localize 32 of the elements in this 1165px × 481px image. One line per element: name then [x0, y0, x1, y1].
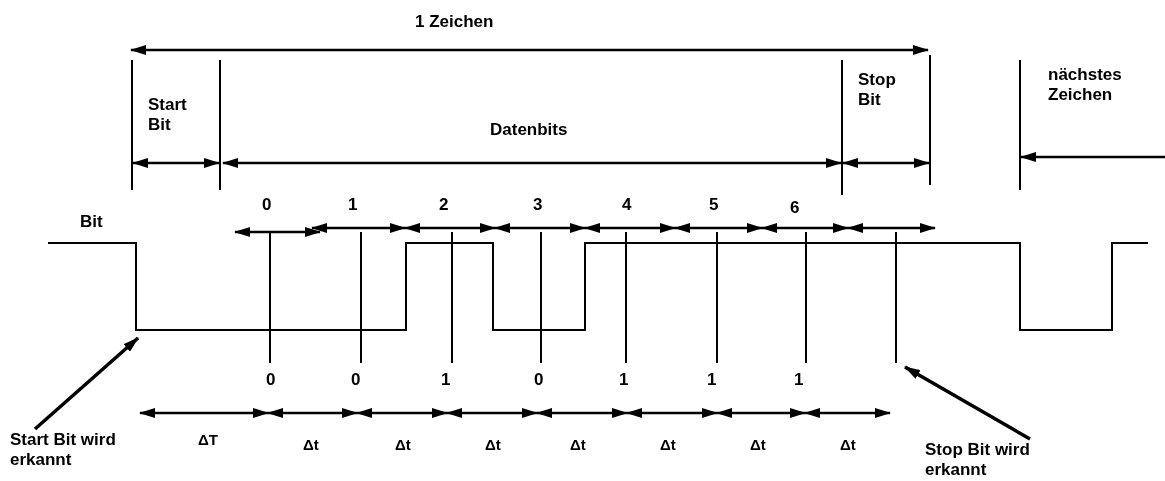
leader-arrow: [33, 336, 140, 431]
bit-index-label: 5: [709, 195, 719, 215]
bit-index-label: 2: [439, 195, 449, 215]
bit-value-label: 1: [441, 370, 451, 390]
section-label: Datenbits: [490, 120, 568, 140]
bit-value-label: 0: [351, 370, 361, 390]
time-interval-label: Δt: [395, 435, 411, 455]
bit-value-label: 0: [534, 370, 544, 390]
time-interval-label: Δt: [570, 435, 586, 455]
leader-arrow: [904, 365, 1031, 441]
time-interval-label: Δt: [750, 435, 766, 455]
section-label: Start Bit: [148, 95, 188, 135]
bit-index-label: 4: [622, 195, 632, 215]
time-interval-label: Δt: [303, 435, 319, 455]
bit-value-label: 0: [266, 370, 276, 390]
time-interval-label: Δt: [485, 435, 501, 455]
section-label: Stop Bit: [858, 70, 897, 110]
time-interval-label: Δt: [840, 435, 856, 455]
bit-value-label: 1: [794, 370, 804, 390]
annotation-text: Stop Bit wird erkannt: [925, 440, 1075, 480]
dimension-label: 1 Zeichen: [415, 12, 494, 32]
signal-label: Bit: [80, 212, 103, 232]
time-interval-label: Δt: [660, 435, 676, 455]
bit-value-label: 1: [619, 370, 629, 390]
bit-index-label: 3: [533, 195, 543, 215]
bit-index-label: 0: [262, 195, 272, 215]
bit-index-label: 1: [348, 195, 358, 215]
time-interval-label: ΔT: [198, 430, 218, 450]
section-label: nächstes Zeichen: [1048, 65, 1123, 105]
bit-value-label: 1: [707, 370, 717, 390]
annotation-text: Start Bit wird erkannt: [10, 430, 160, 470]
bit-index-label: 6: [790, 198, 800, 218]
